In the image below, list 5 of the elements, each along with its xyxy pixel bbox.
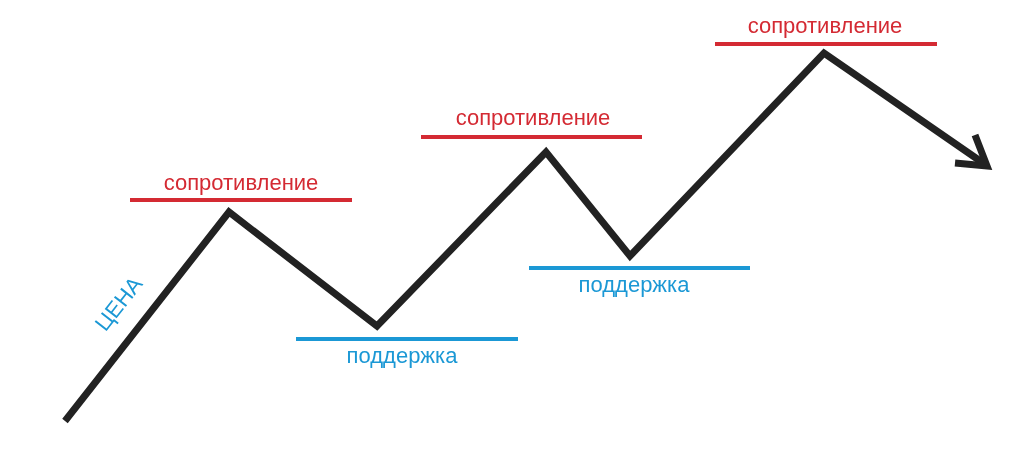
resistance-label: сопротивление [747,15,903,37]
resistance-label: сопротивление [455,107,611,129]
support-label: поддержка [346,345,458,367]
support-label: поддержка [578,274,690,296]
resistance-label: сопротивление [163,172,319,194]
